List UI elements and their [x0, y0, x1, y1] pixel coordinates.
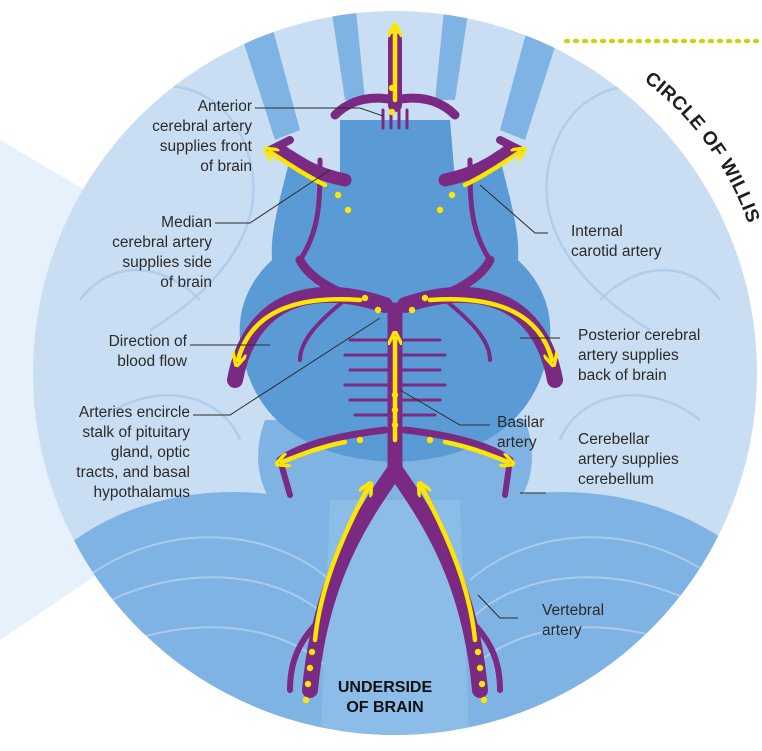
label-anterior-cerebral-artery: Anterior cerebral artery supplies front …	[102, 97, 252, 177]
label-line: Vertebral	[542, 601, 662, 621]
label-line: Posterior cerebral	[578, 326, 748, 346]
label-line: cerebellum	[578, 470, 738, 490]
label-line: back of brain	[578, 366, 748, 386]
label-line: stalk of pituitary	[22, 423, 190, 443]
label-line: artery supplies	[578, 346, 748, 366]
label-line: Median	[62, 213, 212, 233]
label-line: blood flow	[32, 352, 187, 372]
label-posterior-cerebral-artery: Posterior cerebral artery supplies back …	[578, 326, 748, 386]
label-median-cerebral-artery: Median cerebral artery supplies side of …	[62, 213, 212, 293]
label-line: Internal	[571, 222, 721, 242]
underside-of-brain-caption: UNDERSIDE OF BRAIN	[300, 678, 470, 718]
label-line: Cerebellar	[578, 430, 738, 450]
label-internal-carotid-artery: Internal carotid artery	[571, 222, 721, 262]
label-line: gland, optic	[22, 443, 190, 463]
label-line: hypothalamus	[22, 483, 190, 503]
label-line: Arteries encircle	[22, 403, 190, 423]
label-line: Basilar	[497, 413, 577, 433]
label-line: cerebral artery	[102, 117, 252, 137]
label-line: cerebral artery	[62, 233, 212, 253]
caption-line: UNDERSIDE	[300, 678, 470, 698]
label-line: artery supplies	[578, 450, 738, 470]
label-line: supplies side	[62, 253, 212, 273]
label-line: supplies front	[102, 137, 252, 157]
label-direction-of-blood-flow: Direction of blood flow	[32, 332, 187, 372]
label-line: of brain	[62, 273, 212, 293]
label-vertebral-artery: Vertebral artery	[542, 601, 662, 641]
label-line: artery	[542, 621, 662, 641]
optic-chiasm-region	[340, 120, 455, 180]
label-arteries-encircle: Arteries encircle stalk of pituitary gla…	[22, 403, 190, 503]
caption-line: OF BRAIN	[300, 698, 470, 718]
label-line: Anterior	[102, 97, 252, 117]
label-line: Direction of	[32, 332, 187, 352]
label-line: of brain	[102, 157, 252, 177]
label-line: artery	[497, 433, 577, 453]
label-basilar-artery: Basilar artery	[497, 413, 577, 453]
label-line: carotid artery	[571, 242, 721, 262]
label-line: tracts, and basal	[22, 463, 190, 483]
label-cerebellar-artery: Cerebellar artery supplies cerebellum	[578, 430, 738, 490]
